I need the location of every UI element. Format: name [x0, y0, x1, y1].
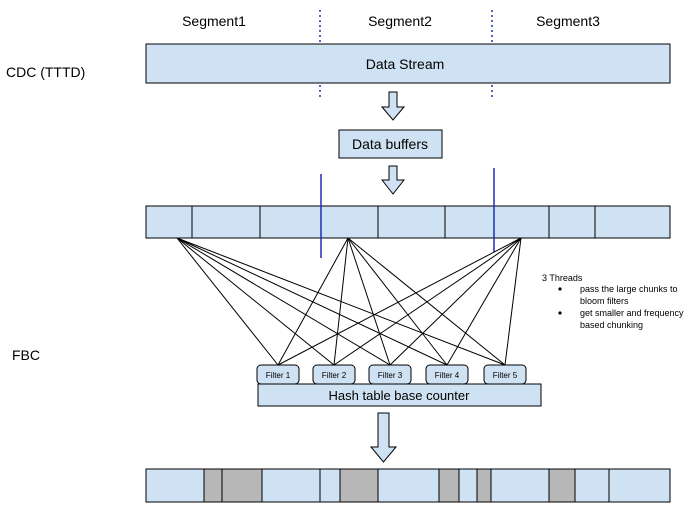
chunk — [259, 205, 379, 239]
segment-1-label: Segment1 — [182, 13, 246, 29]
bullet-icon — [558, 311, 562, 315]
down-arrow-icon — [380, 91, 406, 121]
output-chunk — [261, 468, 321, 503]
data-stream-label: Data Stream — [366, 56, 445, 72]
threads-note-title: 3 Threads — [542, 273, 583, 283]
filter-3: Filter 3 — [368, 364, 412, 385]
filter-2: Filter 2 — [312, 364, 356, 385]
bullet-icon — [558, 287, 562, 291]
output-chunk-row — [145, 468, 671, 503]
output-chunk-small — [548, 468, 576, 503]
chunk-row — [145, 205, 671, 239]
filter-2-label: Filter 2 — [322, 371, 347, 380]
filter-5: Filter 5 — [483, 364, 527, 385]
output-chunk — [145, 468, 205, 503]
chunk — [377, 205, 446, 239]
data-stream-box — [145, 43, 671, 84]
chunk — [548, 205, 596, 239]
output-chunk-small — [203, 468, 223, 503]
output-chunk — [490, 468, 550, 503]
filter-5-label: Filter 5 — [493, 371, 518, 380]
filter-1: Filter 1 — [256, 364, 300, 385]
output-chunk — [608, 468, 671, 503]
segment-3-label: Segment3 — [536, 13, 600, 29]
output-chunk-small — [221, 468, 263, 503]
data-buffers-box — [338, 129, 443, 159]
down-arrow-icon — [380, 165, 406, 195]
chunk — [594, 205, 671, 239]
output-chunk — [377, 468, 440, 503]
chunk — [145, 205, 193, 239]
output-chunk-small — [438, 468, 460, 503]
filter-4: Filter 4 — [425, 364, 469, 385]
data-buffers-label: Data buffers — [352, 136, 428, 152]
thread-connections — [176, 237, 522, 366]
hash-table-label: Hash table base counter — [329, 388, 471, 403]
output-chunk — [458, 468, 478, 503]
filter-4-label: Filter 4 — [435, 371, 460, 380]
output-chunk — [319, 468, 341, 503]
output-chunk-small — [339, 468, 379, 503]
filter-3-label: Filter 3 — [378, 371, 403, 380]
output-chunk-small — [476, 468, 492, 503]
fbc-label: FBC — [12, 347, 40, 363]
filter-1-label: Filter 1 — [266, 371, 291, 380]
threads-note-bullet-2-line-1: get smaller and frequency — [580, 308, 684, 318]
threads-note: 3 Threads pass the large chunks to bloom… — [542, 273, 684, 330]
segment-2-label: Segment2 — [368, 13, 432, 29]
chunk — [191, 205, 261, 239]
chunk — [444, 205, 550, 239]
threads-note-bullet-1-line-2: bloom filters — [580, 296, 629, 306]
threads-note-bullet-2-line-2: based chunking — [580, 320, 643, 330]
cdc-label: CDC (TTTD) — [6, 64, 85, 80]
down-arrow-icon — [369, 412, 398, 463]
threads-note-bullet-1-line-1: pass the large chunks to — [580, 284, 678, 294]
output-chunk — [574, 468, 610, 503]
